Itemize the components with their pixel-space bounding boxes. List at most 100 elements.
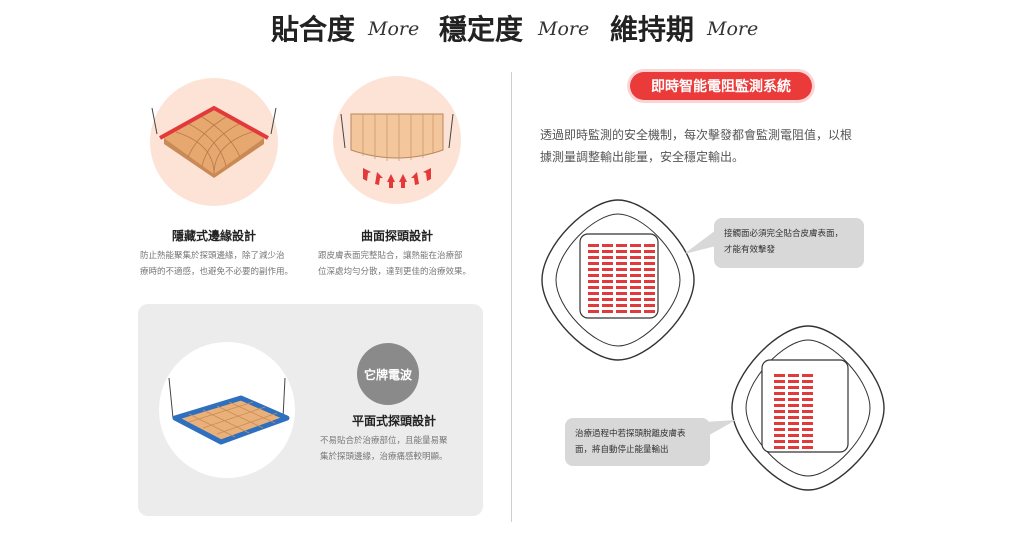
electrode-segment xyxy=(802,404,813,407)
curved-probe-desc: 跟皮膚表面完整貼合，讓熱能在治療部 位深處均勻分散，達到更佳的治療效果。 xyxy=(318,251,472,277)
electrode-segment xyxy=(616,274,627,277)
electrode-segment xyxy=(802,416,813,419)
system-pill: 即時智能電阻監測系統 xyxy=(630,72,812,100)
header-stability-more[interactable]: More xyxy=(538,18,590,40)
electrode-segment xyxy=(602,274,613,277)
electrode-segment xyxy=(588,280,599,283)
flat-probe-title: 平面式探頭設計 xyxy=(351,414,436,428)
electrode-segment xyxy=(616,262,627,265)
header-duration-title: 維持期 xyxy=(610,13,695,46)
electrode-segment xyxy=(644,286,655,289)
electrode-segment xyxy=(644,292,655,295)
electrode-segment xyxy=(788,416,799,419)
curved-probe-illustration xyxy=(333,76,461,204)
electrode-segment xyxy=(588,268,599,271)
electrode-segment xyxy=(774,392,785,395)
electrode-segment xyxy=(616,304,627,307)
electrode-segment xyxy=(802,392,813,395)
electrode-segment xyxy=(616,298,627,301)
electrode-segment xyxy=(616,244,627,247)
probe-contact-diagram xyxy=(541,199,695,361)
electrode-segment xyxy=(774,398,785,401)
electrode-segment xyxy=(802,422,813,425)
electrode-segment xyxy=(774,428,785,431)
electrode-segment xyxy=(616,292,627,295)
electrode-segment xyxy=(630,244,641,247)
lifted-callout: 治療過程中若探頭脫離皮膚表 面，將自動停止能量輸出 xyxy=(565,418,710,466)
electrode-segment xyxy=(630,268,641,271)
electrode-segment xyxy=(602,256,613,259)
electrode-segment xyxy=(788,428,799,431)
electrode-segment xyxy=(616,280,627,283)
electrode-segment xyxy=(588,286,599,289)
electrode-segment xyxy=(588,262,599,265)
electrode-segment xyxy=(802,428,813,431)
electrode-segment xyxy=(788,440,799,443)
hidden-edge-illustration xyxy=(150,78,278,206)
system-description: 透過即時監測的安全機制，每次擊發都會監測電阻值，以根 據測量調整輸出能量，安全穩… xyxy=(540,128,853,164)
electrode-segment xyxy=(644,250,655,253)
electrode-segment xyxy=(630,304,641,307)
hidden-edge-probe-icon xyxy=(151,105,277,178)
header-duration-more[interactable]: More xyxy=(707,18,759,40)
electrode-segment xyxy=(788,380,799,383)
hidden-edge-desc: 防止熱能聚集於探頭邊緣，除了減少治 療時的不適感，也避免不必要的副作用。 xyxy=(140,251,294,277)
electrode-segment xyxy=(788,410,799,413)
electrode-segment xyxy=(644,262,655,265)
electrode-segment xyxy=(802,410,813,413)
electrode-segment xyxy=(588,304,599,307)
electrode-segment xyxy=(644,274,655,277)
electrode-segment xyxy=(602,304,613,307)
electrode-segment xyxy=(588,298,599,301)
heat-arrows-icon xyxy=(363,168,431,188)
flat-probe-icon xyxy=(168,377,290,445)
electrode-segment xyxy=(616,250,627,253)
callout1-pointer xyxy=(684,230,716,254)
electrode-segment xyxy=(774,380,785,383)
electrode-segment xyxy=(644,256,655,259)
electrode-segment xyxy=(602,292,613,295)
probe-lifted-diagram xyxy=(731,325,885,491)
electrode-segment xyxy=(788,434,799,437)
electrode-segment xyxy=(774,404,785,407)
electrode-segment xyxy=(616,256,627,259)
electrode-segment xyxy=(644,298,655,301)
electrode-segment xyxy=(630,250,641,253)
electrode-segment xyxy=(774,416,785,419)
electrode-segment xyxy=(630,280,641,283)
hidden-edge-title: 隱藏式邊緣設計 xyxy=(171,229,256,243)
electrode-segment xyxy=(630,310,641,313)
electrode-segment xyxy=(602,298,613,301)
electrode-segment xyxy=(802,380,813,383)
electrode-segment xyxy=(630,292,641,295)
electrode-segment xyxy=(602,268,613,271)
electrode-segment xyxy=(616,268,627,271)
electrode-segment xyxy=(630,274,641,277)
electrode-segment xyxy=(802,446,813,449)
electrode-segment xyxy=(630,286,641,289)
electrode-segment xyxy=(774,374,785,377)
electrode-segment xyxy=(802,434,813,437)
curved-probe-title: 曲面探頭設計 xyxy=(360,229,433,243)
electrode-segment xyxy=(788,404,799,407)
header-stability-title: 穩定度 xyxy=(439,13,524,46)
electrode-segment xyxy=(644,280,655,283)
electrode-segment xyxy=(602,244,613,247)
electrode-segment xyxy=(602,250,613,253)
electrode-segment xyxy=(588,292,599,295)
callout2-pointer xyxy=(704,420,736,438)
header-fit-more[interactable]: More xyxy=(368,18,420,40)
electrode-segment xyxy=(602,286,613,289)
electrode-segment xyxy=(774,410,785,413)
electrode-segment xyxy=(774,422,785,425)
electrode-segment xyxy=(602,310,613,313)
curved-probe-icon xyxy=(340,113,454,188)
electrode-segment xyxy=(774,386,785,389)
header-fit-title: 貼合度 xyxy=(271,13,356,46)
electrode-segment xyxy=(644,310,655,313)
electrode-segment xyxy=(802,374,813,377)
electrode-segment xyxy=(788,374,799,377)
contact-callout: 接觸面必須完全貼合皮膚表面， 才能有效擊發 xyxy=(714,218,864,268)
electrode-segment xyxy=(774,446,785,449)
electrode-segment xyxy=(774,434,785,437)
